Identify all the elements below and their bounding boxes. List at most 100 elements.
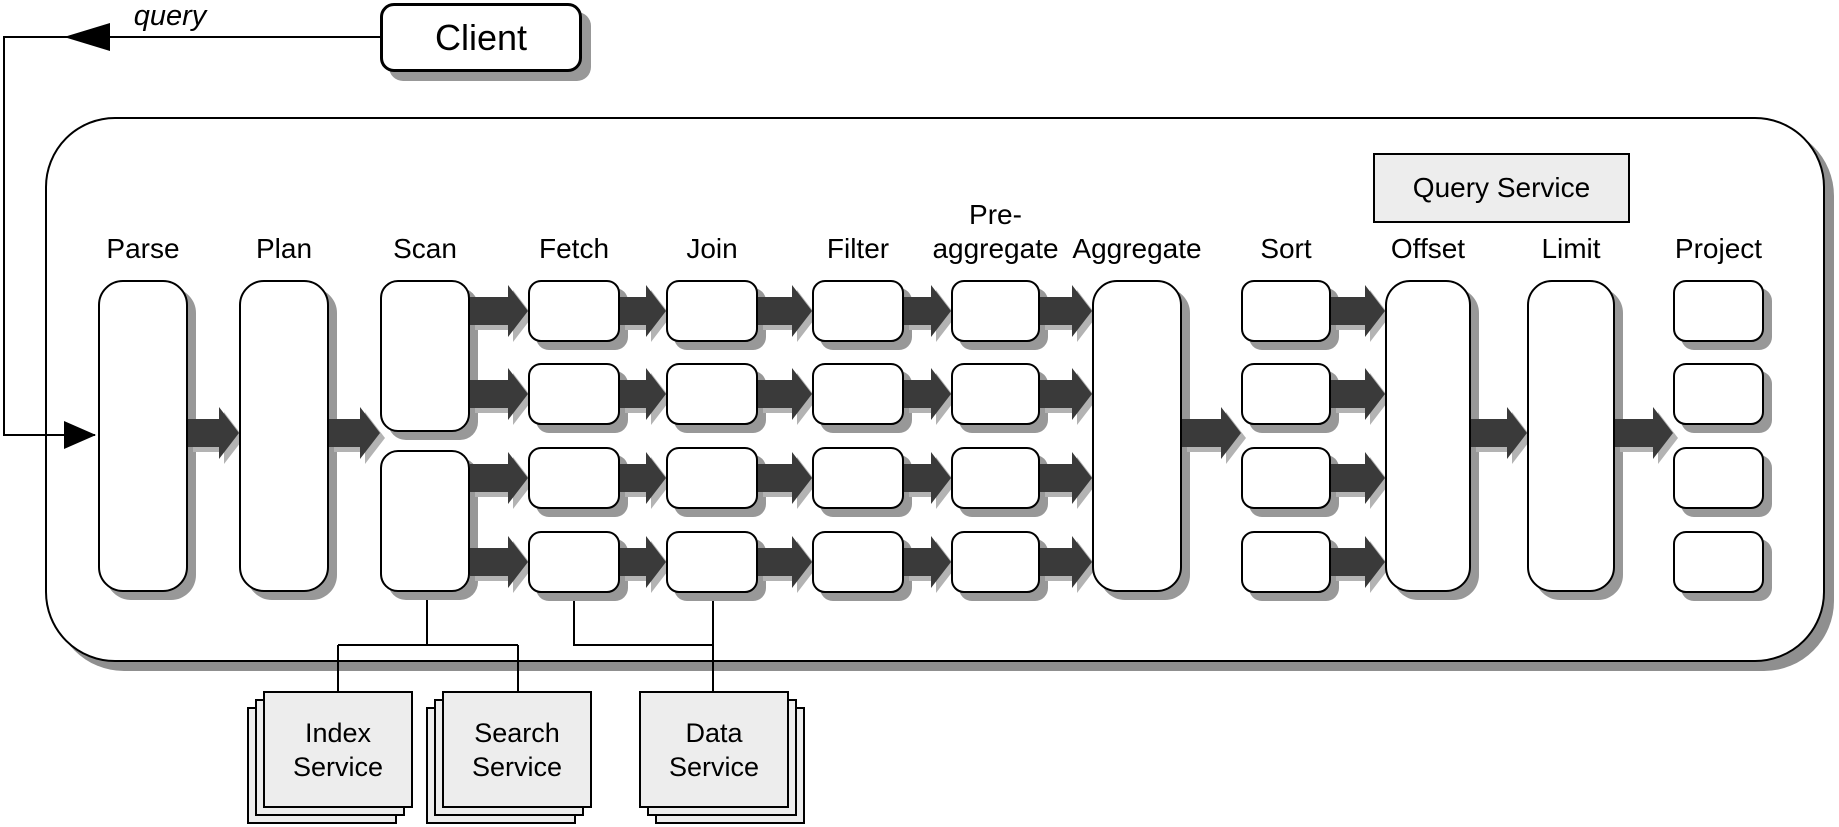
pre-aggregate-box-3 (951, 447, 1040, 509)
offset-box (1385, 280, 1471, 592)
project-box-1 (1673, 280, 1764, 342)
flow-arrow-body (620, 380, 649, 408)
flow-arrow (758, 285, 812, 337)
flow-arrow-head (931, 452, 951, 504)
flow-arrow (904, 536, 951, 588)
flow-arrow (620, 368, 666, 420)
client-node: Client (380, 3, 582, 72)
stage-label-project: Project (1674, 233, 1763, 264)
flow-arrow-head (646, 536, 666, 588)
plan-box (239, 280, 329, 592)
data-service-box: Data Service (639, 691, 789, 808)
stage-label-join: Join (686, 233, 738, 264)
flow-arrow (1331, 285, 1385, 337)
fetch-box-1 (528, 280, 620, 342)
pre-aggregate-box-2 (951, 363, 1040, 425)
sort-box-4 (1241, 531, 1331, 593)
flow-arrow (1331, 536, 1385, 588)
stage-label-plan: Plan (255, 233, 313, 264)
flow-arrow (620, 452, 666, 504)
flow-arrow (904, 368, 951, 420)
flow-arrow-body (1331, 464, 1368, 492)
index-service-box: Index Service (263, 691, 413, 808)
flow-arrow-head (508, 368, 528, 420)
stage-label-offset: Offset (1390, 233, 1466, 264)
flow-arrow-body (470, 548, 511, 576)
pre-aggregate-box-1 (951, 280, 1040, 342)
stage-label-filter: Filter (826, 233, 890, 264)
flow-arrow-head (1365, 536, 1385, 588)
flow-arrow-head (931, 285, 951, 337)
query-service-label: Query Service (1412, 172, 1591, 203)
flow-arrow (1040, 536, 1092, 588)
aggregate-box (1092, 280, 1182, 592)
flow-arrow-head (646, 452, 666, 504)
scan-box-2 (380, 450, 470, 592)
flow-arrow-body (1331, 297, 1368, 325)
flow-arrow-body (188, 419, 222, 447)
flow-arrow-head (931, 368, 951, 420)
flow-arrow-head (646, 285, 666, 337)
flow-arrow-head (1072, 536, 1092, 588)
sort-box-3 (1241, 447, 1331, 509)
search-service-box: Search Service (442, 691, 592, 808)
flow-arrow-head (1365, 452, 1385, 504)
flow-arrow-body (620, 548, 649, 576)
flow-arrow (1040, 368, 1092, 420)
fetch-box-3 (528, 447, 620, 509)
filter-box-1 (812, 280, 904, 342)
flow-arrow-head (1072, 285, 1092, 337)
flow-arrow-body (758, 464, 795, 492)
flow-arrow-head (1507, 407, 1527, 459)
flow-arrow-head (1365, 368, 1385, 420)
stage-label-scan: Scan (393, 233, 457, 264)
filter-box-3 (812, 447, 904, 509)
flow-arrow-body (1040, 548, 1075, 576)
data-service-label: Data Service (668, 717, 760, 782)
flow-arrow-head (931, 536, 951, 588)
fetch-join-to-data-connector (573, 592, 714, 692)
project-box-4 (1673, 531, 1764, 593)
flow-arrow (758, 536, 812, 588)
flow-arrow-body (1182, 419, 1224, 447)
flow-arrow (188, 407, 239, 459)
flow-arrow-head (1653, 407, 1673, 459)
flow-arrow-head (792, 368, 812, 420)
join-box-2 (666, 363, 758, 425)
flow-arrow (1331, 368, 1385, 420)
flow-arrow-body (1331, 548, 1368, 576)
join-box-1 (666, 280, 758, 342)
flow-arrow-body (904, 464, 934, 492)
flow-arrow-head (1365, 285, 1385, 337)
index-service-label: Index Service (292, 717, 384, 782)
search-service-label: Search Service (471, 717, 563, 782)
flow-arrow-body (904, 548, 934, 576)
flow-arrow (470, 285, 528, 337)
flow-arrow-head (1072, 368, 1092, 420)
flow-arrow-body (904, 380, 934, 408)
sort-box-1 (1241, 280, 1331, 342)
scan-to-index-search-connector (337, 592, 519, 692)
flow-arrow-head (1072, 452, 1092, 504)
flow-arrow-body (1471, 419, 1510, 447)
flow-arrow-head (360, 407, 380, 459)
flow-arrow-body (758, 380, 795, 408)
client-query-line (3, 36, 380, 436)
fetch-box-2 (528, 363, 620, 425)
fetch-box-4 (528, 531, 620, 593)
flow-arrow (470, 368, 528, 420)
flow-arrow (904, 285, 951, 337)
flow-arrow-body (1040, 380, 1075, 408)
flow-arrow-head (646, 368, 666, 420)
flow-arrow-body (1040, 297, 1075, 325)
flow-arrow (1040, 452, 1092, 504)
query-line-arrowhead-into-parse (64, 421, 96, 449)
flow-arrow-body (758, 297, 795, 325)
project-box-3 (1673, 447, 1764, 509)
filter-box-2 (812, 363, 904, 425)
pre-aggregate-box-4 (951, 531, 1040, 593)
flow-arrow-head (508, 536, 528, 588)
stage-label-limit: Limit (1541, 233, 1601, 264)
